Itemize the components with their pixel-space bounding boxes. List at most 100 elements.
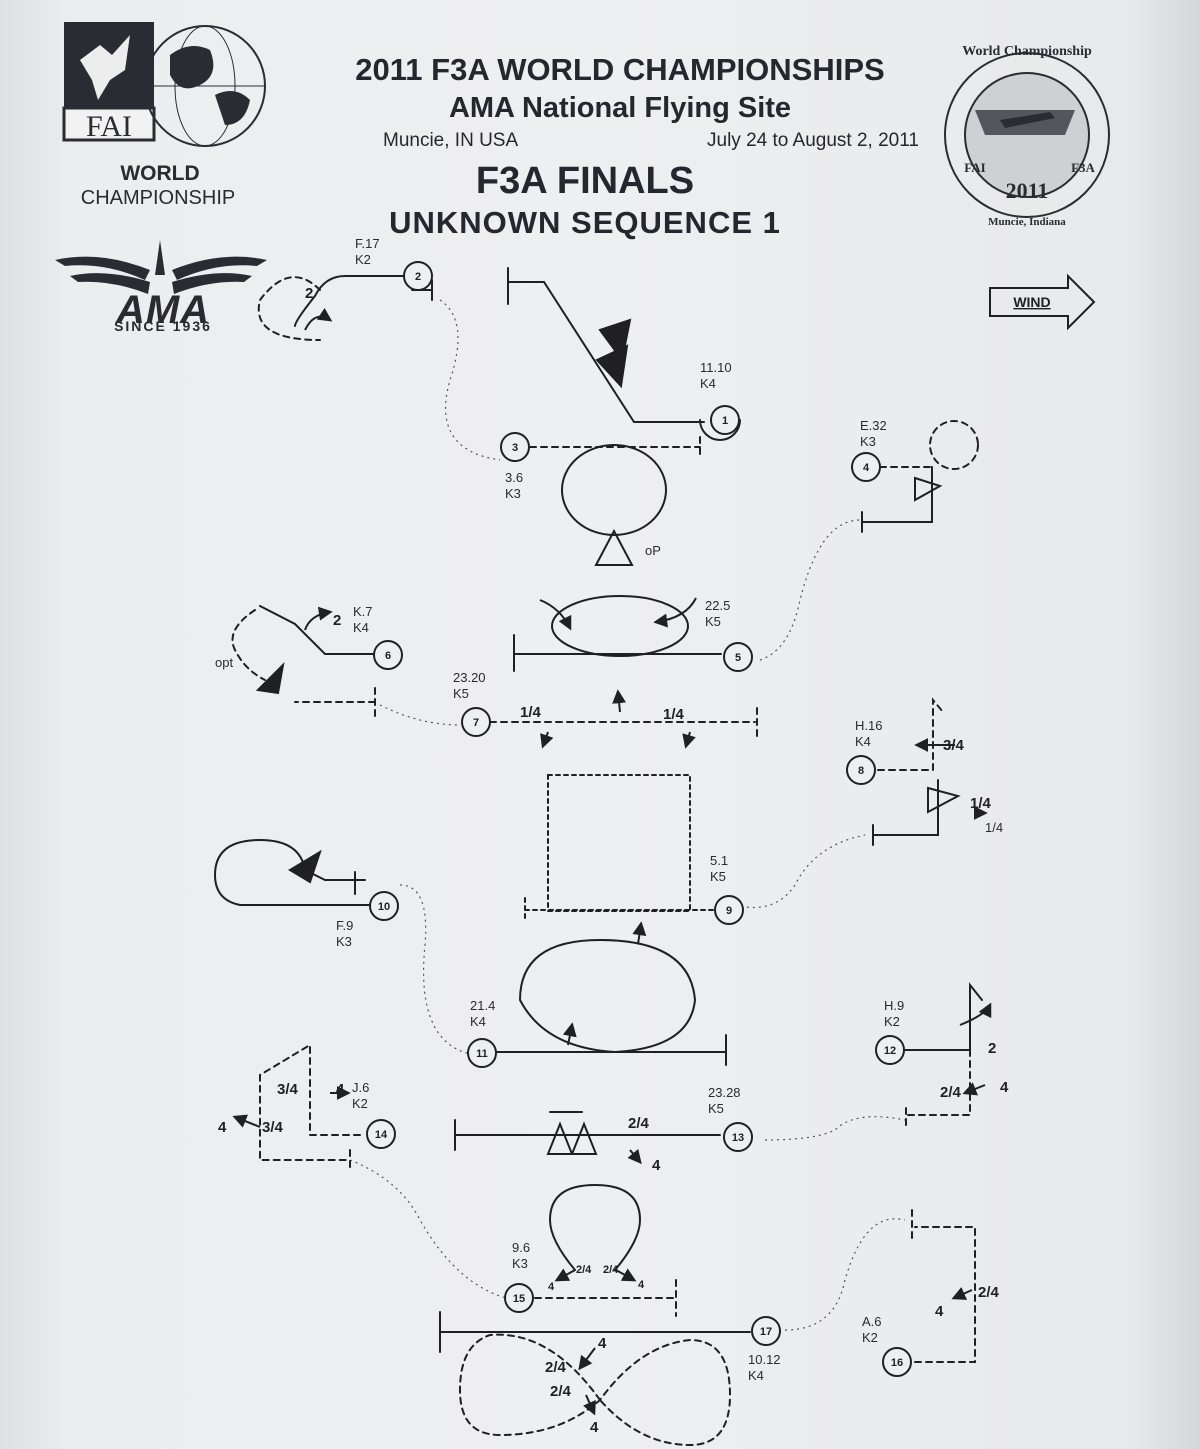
roll-mark-13a: 2/4 [628, 1115, 650, 1132]
maneuver-number: 1 [722, 415, 728, 427]
maneuver-number-circle [723, 642, 753, 672]
maneuver-k-factor: K3 [512, 1256, 528, 1271]
maneuver-number: 7 [473, 717, 479, 729]
maneuver-code: F.9 [336, 918, 353, 933]
fai-caption-world: WORLD [120, 162, 200, 185]
roll-mark-8a: 3/4 [943, 737, 965, 754]
ama-logo-text: AMA [115, 288, 211, 332]
maneuver-k-factor: K5 [708, 1101, 724, 1116]
maneuver-code: H.16 [855, 718, 882, 733]
maneuver-k-factor: K4 [748, 1368, 764, 1383]
maneuver-k-factor: K3 [505, 486, 521, 501]
maneuver-k-factor: K4 [470, 1014, 486, 1029]
maneuver-number-circle [467, 1038, 497, 1068]
roll-mark-12b: 2/4 [940, 1084, 962, 1101]
maneuver-11-marker: 11 [467, 1038, 497, 1068]
roll-mark-15b: 2/4 [603, 1264, 619, 1276]
maneuver-8-marker: 8 [846, 755, 876, 785]
maneuver-15-marker: 15 [504, 1283, 534, 1313]
maneuver-code: 21.4 [470, 998, 495, 1013]
maneuver-number: 10 [378, 901, 390, 913]
roll-mark-16b: 4 [935, 1303, 944, 1320]
maneuver-5-marker: 5 [723, 642, 753, 672]
maneuver-number: 2 [415, 271, 421, 283]
seal-bottom-text: Muncie, Indiana [988, 216, 1066, 228]
maneuver-1-marker: 1 [710, 405, 740, 435]
roll-mark-14b: 4 [336, 1081, 345, 1098]
wind-label: WIND [1013, 294, 1050, 310]
maneuver-13-marker: 13 [723, 1122, 753, 1152]
roll-mark-8c: 1/4 [985, 820, 1003, 835]
roll-mark-14c: 4 [218, 1119, 227, 1136]
eagle-icon [80, 35, 130, 100]
maneuver-number-circle [369, 891, 399, 921]
maneuver-k-factor: K5 [705, 614, 721, 629]
connector-paths [349, 299, 906, 1331]
maneuver-number-circle [882, 1347, 912, 1377]
maneuver-number: 8 [858, 765, 864, 777]
roll-mark-6: 2 [333, 612, 341, 629]
maneuver-number: 15 [513, 1293, 525, 1305]
maneuver-code: J.6 [352, 1080, 369, 1095]
maneuver-label-group: 11.10K4F.17K23.6K3E.32K322.5K5K.7K423.20… [336, 236, 904, 1383]
maneuver-number-circle [875, 1035, 905, 1065]
maneuver-number: 4 [863, 462, 870, 474]
seal-year-text: 2011 [1006, 178, 1049, 203]
maneuver-number-circle [714, 895, 744, 925]
maneuver-number-circle [504, 1283, 534, 1313]
maneuver-code: 11.10 [700, 360, 732, 375]
maneuver-number-circle [851, 452, 881, 482]
roll-mark-17b: 2/4 [545, 1359, 567, 1376]
maneuver-4-marker: 4 [851, 452, 881, 482]
roll-mark-14d: 3/4 [262, 1119, 284, 1136]
maneuver-code: 3.6 [505, 470, 523, 485]
fai-logo: FAI [62, 22, 266, 147]
maneuver-number-circle [751, 1316, 781, 1346]
airplane-icon [1000, 112, 1055, 128]
roll-mark-15a: 2/4 [576, 1264, 592, 1276]
roll-mark-15d: 4 [638, 1279, 645, 1291]
page-title: 2011 F3A WORLD CHAMPIONSHIPS [355, 52, 885, 87]
maneuver-10-marker: 10 [369, 891, 399, 921]
maneuver-k-factor: K2 [884, 1014, 900, 1029]
maneuver-k-factor: K5 [710, 869, 726, 884]
sequence-heading: UNKNOWN SEQUENCE 1 [389, 205, 781, 240]
maneuver-9-marker: 9 [714, 895, 744, 925]
maneuver-k-factor: K3 [860, 434, 876, 449]
seal-f3a-text: F3A [1071, 160, 1095, 175]
roll-mark-2: 2 [305, 285, 313, 302]
maneuver-code: K.7 [353, 604, 373, 619]
event-dates: July 24 to August 2, 2011 [707, 130, 919, 151]
roll-mark-8b: 1/4 [970, 795, 992, 812]
maneuver-16-marker: 16 [882, 1347, 912, 1377]
maneuver-k-factor: K4 [700, 376, 716, 391]
roll-mark-7a: 1/4 [520, 704, 542, 721]
maneuver-k-factor: K4 [855, 734, 871, 749]
championship-seal: World Championship FAI F3A 2011 Muncie, … [944, 44, 1110, 228]
maneuver-number: 3 [512, 442, 518, 454]
maneuver-7-marker: 7 [461, 707, 491, 737]
roll-arrows [232, 307, 992, 1416]
maneuver-number-circle [373, 640, 403, 670]
maneuver-number: 6 [385, 650, 391, 662]
ama-wings-logo [55, 240, 267, 294]
maneuver-12-marker: 12 [875, 1035, 905, 1065]
maneuver-number-circle [500, 432, 530, 462]
maneuver-number: 12 [884, 1045, 896, 1057]
fai-badge-text: FAI [86, 110, 132, 143]
roll-mark-12c: 4 [1000, 1079, 1009, 1096]
roll-mark-6-opt: opt [215, 655, 233, 670]
maneuver-lines [213, 267, 983, 1447]
maneuver-k-factor: K5 [453, 686, 469, 701]
maneuver-code: A.6 [862, 1314, 882, 1329]
maneuver-number-circle [723, 1122, 753, 1152]
roll-mark-16a: 2/4 [978, 1284, 1000, 1301]
seal-top-text: World Championship [962, 44, 1092, 59]
maneuver-code: E.32 [860, 418, 887, 433]
maneuver-number-circle [846, 755, 876, 785]
maneuver-number: 16 [891, 1357, 903, 1369]
maneuver-3-marker: 3 [500, 432, 530, 462]
maneuver-number-circle [403, 261, 433, 291]
